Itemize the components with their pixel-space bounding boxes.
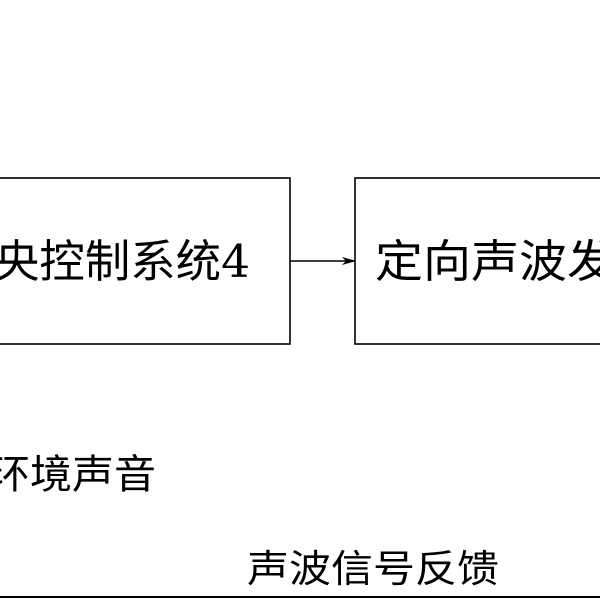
directional-sound-box bbox=[354, 177, 600, 345]
signal-feedback-label: 声波信号反馈 bbox=[247, 547, 499, 591]
control-system-label: 央控制系统4 bbox=[0, 235, 250, 288]
directional-sound-label: 定向声波发 bbox=[375, 235, 600, 288]
ambient-sound-label: 环境声音 bbox=[0, 452, 156, 498]
